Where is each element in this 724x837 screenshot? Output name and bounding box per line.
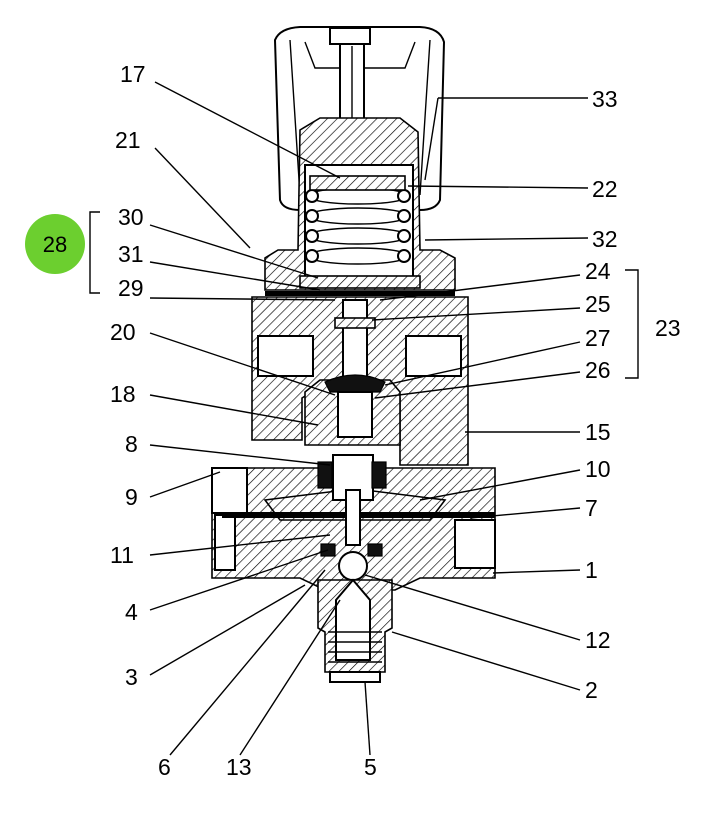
callout-3: 3 bbox=[125, 664, 138, 690]
callout-8: 8 bbox=[125, 431, 138, 457]
callout-17: 17 bbox=[120, 61, 146, 87]
check-ball bbox=[338, 551, 368, 581]
callout-25: 25 bbox=[585, 291, 611, 317]
callout-21: 21 bbox=[115, 127, 141, 153]
callout-10: 10 bbox=[585, 456, 611, 482]
callout-20: 20 bbox=[110, 319, 136, 345]
callout-1: 1 bbox=[585, 557, 598, 583]
callout-7: 7 bbox=[585, 495, 598, 521]
callout-26: 26 bbox=[585, 357, 611, 383]
leader-lines bbox=[89, 81, 639, 756]
callout-6: 6 bbox=[158, 754, 171, 780]
callout-27: 27 bbox=[585, 325, 611, 351]
callout-32: 32 bbox=[592, 226, 618, 252]
callout-18: 18 bbox=[110, 381, 136, 407]
callout-labels: 33 22 32 24 25 27 26 23 15 10 7 1 12 2 1… bbox=[110, 61, 681, 780]
highlight-badge-28: 28 bbox=[25, 214, 85, 274]
callout-29: 29 bbox=[118, 275, 144, 301]
valve-drawing bbox=[211, 26, 496, 683]
callout-31: 31 bbox=[118, 241, 144, 267]
callout-23: 23 bbox=[655, 315, 681, 341]
callout-9: 9 bbox=[125, 484, 138, 510]
callout-33: 33 bbox=[592, 86, 618, 112]
callout-2: 2 bbox=[585, 677, 598, 703]
callout-12: 12 bbox=[585, 627, 611, 653]
callout-4: 4 bbox=[125, 599, 138, 625]
callout-30: 30 bbox=[118, 204, 144, 230]
callout-24: 24 bbox=[585, 258, 611, 284]
badge-label: 28 bbox=[43, 232, 67, 257]
callout-11: 11 bbox=[110, 542, 134, 568]
callout-22: 22 bbox=[592, 176, 618, 202]
diaphragm bbox=[265, 291, 455, 296]
callout-13: 13 bbox=[226, 754, 252, 780]
badge-circle bbox=[25, 214, 85, 274]
callout-15: 15 bbox=[585, 419, 611, 445]
callout-5: 5 bbox=[364, 754, 377, 780]
